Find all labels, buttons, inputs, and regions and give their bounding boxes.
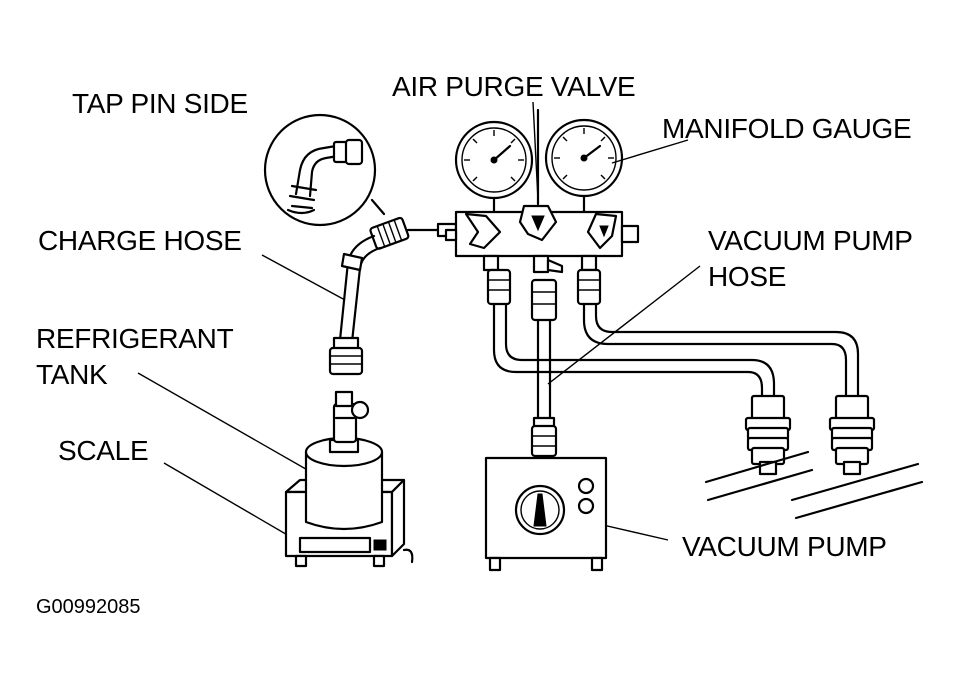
left-gauge-ticks — [464, 130, 524, 182]
manifold-body — [444, 108, 640, 274]
label-refrigerant-tank-line2: TANK — [36, 359, 108, 390]
leader-refrigerant-tank — [137, 372, 319, 477]
charge-hose — [328, 216, 458, 376]
right-gauge-ticks — [554, 128, 614, 180]
label-manifold-gauge: MANIFOLD GAUGE — [662, 113, 912, 144]
quick-couplers — [744, 394, 876, 476]
label-vacuum-pump-hose-line2: HOSE — [708, 261, 787, 292]
label-charge-hose: CHARGE HOSE — [38, 225, 242, 256]
leader-manifold-gauge — [611, 139, 689, 164]
leader-vacuum-pump-hose — [547, 265, 701, 385]
label-scale: SCALE — [58, 435, 149, 466]
label-vacuum-pump: VACUUM PUMP — [682, 531, 887, 562]
service-pipes — [704, 450, 924, 520]
manifold-gauges — [454, 118, 624, 214]
label-refrigerant-tank-line1: REFRIGERANT — [36, 323, 234, 354]
leader-lines — [137, 101, 701, 541]
label-air-purge-valve: AIR PURGE VALVE — [392, 71, 636, 102]
vacuum-pump — [484, 456, 608, 572]
tap-pin-detail — [263, 113, 386, 227]
figure-code: G00992085 — [36, 596, 141, 618]
leader-scale — [163, 462, 297, 541]
label-vacuum-pump-hose-line1: VACUUM PUMP — [708, 225, 913, 256]
leader-charge-hose — [261, 254, 346, 301]
manifold-hoses — [486, 268, 860, 458]
refrigerant-tank — [304, 390, 384, 531]
label-tap-pin-side: TAP PIN SIDE — [72, 88, 248, 119]
